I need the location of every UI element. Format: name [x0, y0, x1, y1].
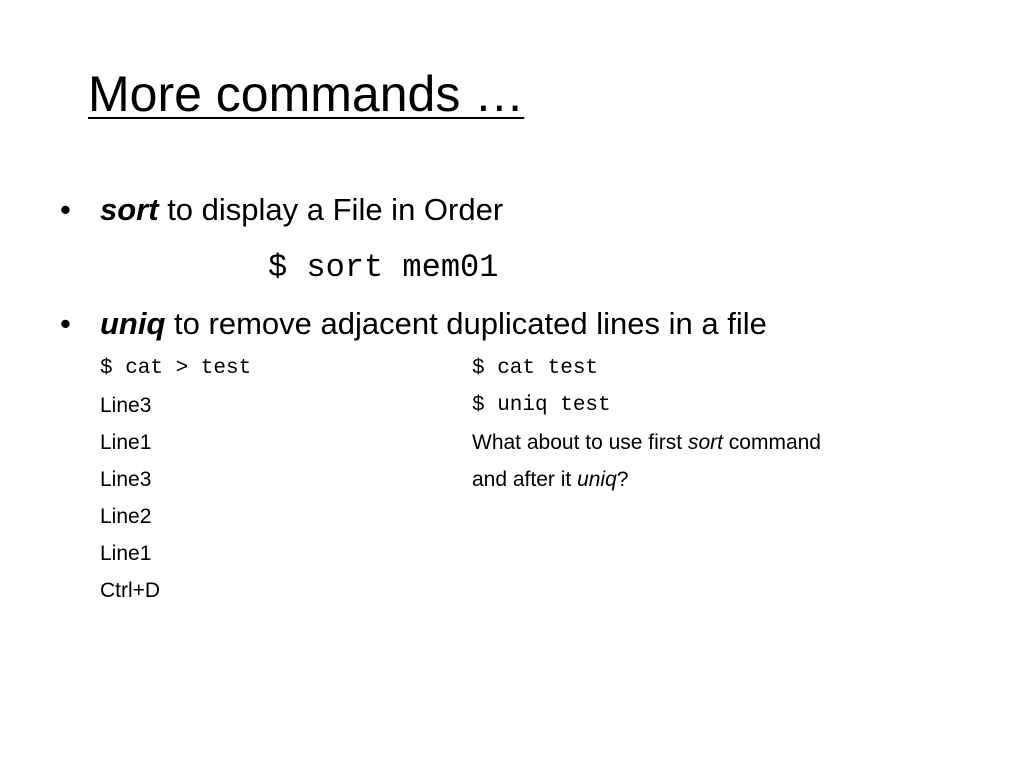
- text-line: Line2: [100, 505, 152, 528]
- bullet-text-uniq: to remove adjacent duplicated lines in a…: [165, 306, 767, 341]
- question-text: What about to use first: [472, 431, 688, 454]
- text-line: Line1: [100, 542, 152, 565]
- bullet-marker: •: [60, 192, 71, 227]
- bullet-sort: • sort to display a File in Order: [60, 190, 503, 230]
- question-command: sort: [687, 431, 723, 454]
- sort-command-example: $ sort mem01: [268, 249, 499, 286]
- text-line: Ctrl+D: [100, 579, 161, 602]
- question-text: and after it: [472, 468, 578, 491]
- code-line: $ cat test: [472, 357, 599, 380]
- bullet-text-sort: to display a File in Order: [158, 192, 504, 227]
- uniq-example-right-column: $ cat test $ uniq test What about to use…: [472, 356, 821, 504]
- bullet-uniq: • uniq to remove adjacent duplicated line…: [60, 304, 767, 344]
- text-line: Line3: [100, 394, 152, 417]
- question-line-2: and after it uniq?: [472, 467, 821, 504]
- code-line: $ cat > test: [100, 357, 252, 380]
- text-line: Line1: [100, 431, 152, 454]
- slide-title: More commands …: [88, 66, 525, 122]
- code-line: $ uniq test: [472, 394, 611, 417]
- question-line-1: What about to use first sort command: [472, 430, 821, 467]
- text-line: Line3: [100, 468, 152, 491]
- command-name-sort: sort: [100, 192, 159, 227]
- bullet-marker: •: [60, 306, 71, 341]
- question-text: command: [722, 431, 821, 454]
- question-text: ?: [616, 468, 629, 491]
- question-command: uniq: [577, 468, 617, 491]
- command-name-uniq: uniq: [100, 306, 166, 341]
- uniq-example-left-column: $ cat > test Line3 Line1 Line3 Line2 Lin…: [100, 356, 251, 615]
